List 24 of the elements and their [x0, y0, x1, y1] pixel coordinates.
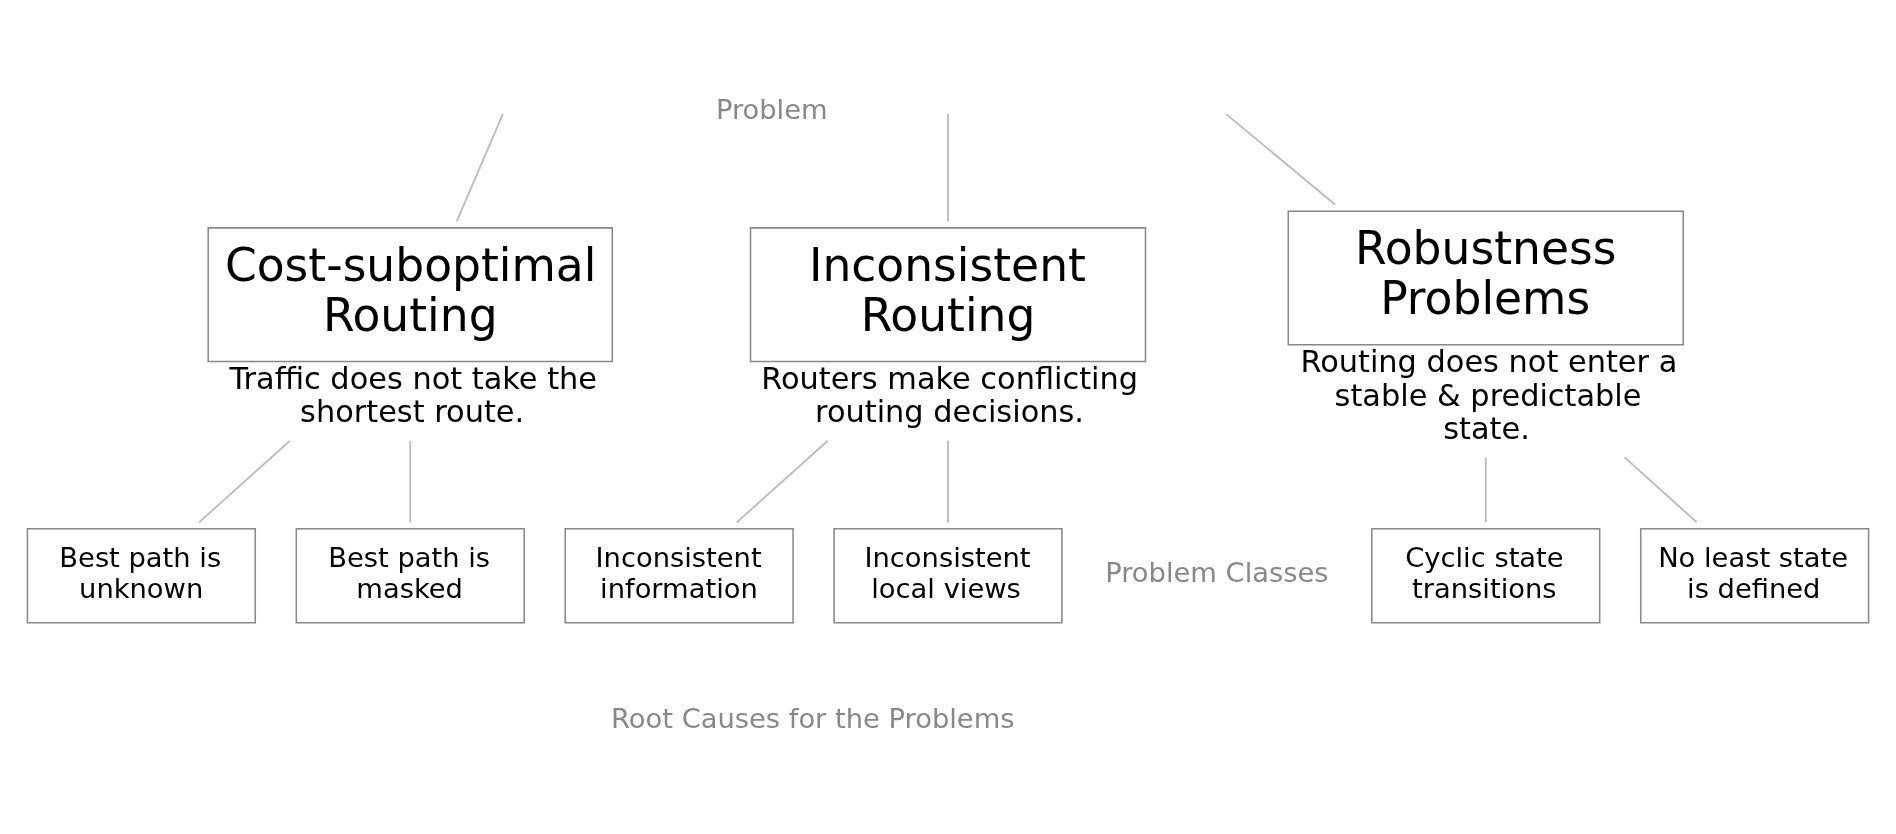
- node-box: Inconsistent local views: [833, 527, 1063, 624]
- node-box: No least state is defined: [1639, 527, 1870, 624]
- connector: [947, 113, 949, 223]
- node-label: Routing does not enter a stable & predictable state.: [1300, 344, 1678, 447]
- label: Root Causes for the Problems: [611, 703, 1015, 735]
- node-box: Cost-suboptimal Routing: [207, 227, 614, 363]
- label: Problem Classes: [1105, 557, 1329, 589]
- connector: [455, 113, 504, 223]
- connector: [1623, 456, 1698, 523]
- connector: [1225, 113, 1336, 206]
- node-box: Inconsistent Routing: [749, 227, 1147, 363]
- node-box: Best path is masked: [295, 527, 525, 624]
- connector: [735, 439, 829, 524]
- connector: [198, 439, 291, 524]
- node-box: Robustness Problems: [1287, 210, 1684, 346]
- connector: [1484, 456, 1487, 524]
- node-label: Traffic does not take the shortest route.: [229, 360, 598, 430]
- node-box: Best path is unknown: [26, 527, 257, 624]
- connector: [947, 439, 949, 524]
- node-label: Routers make conflicting routing decisions.: [761, 360, 1139, 430]
- node-box: Inconsistent information: [564, 527, 794, 624]
- connector: [409, 439, 412, 524]
- node-box: Cyclic state transitions: [1371, 527, 1601, 624]
- label: Problem: [715, 94, 828, 126]
